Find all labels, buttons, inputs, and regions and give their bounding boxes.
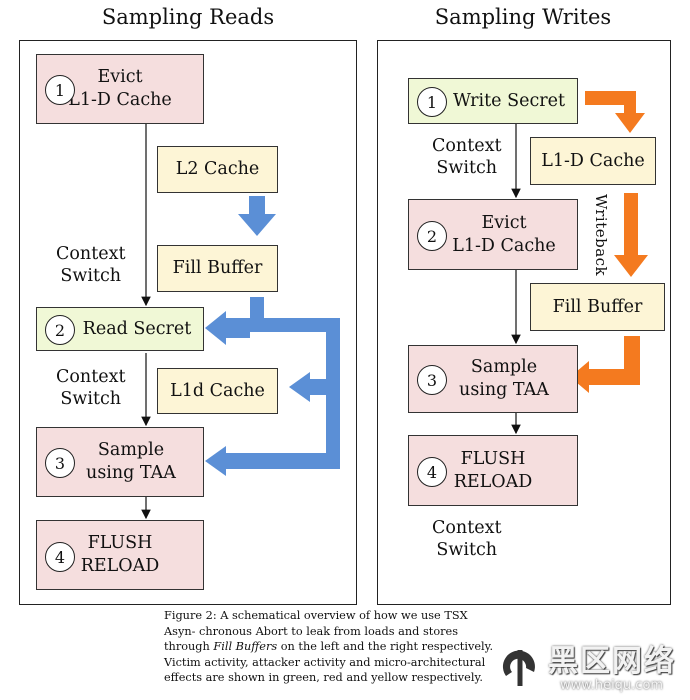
right-context-switch-2-line1: Context xyxy=(432,518,502,538)
left-panel-title: Sampling Reads xyxy=(101,5,275,29)
blue-arrows xyxy=(205,196,340,476)
right-context-switch-1-line2: Switch xyxy=(436,157,498,178)
left-sample-line2: using TAA xyxy=(86,463,176,483)
orange-arrows xyxy=(570,91,648,393)
fill-buffer-bus-vertical xyxy=(326,318,340,468)
right-write-secret-label: Write Secret xyxy=(452,90,565,111)
left-evict-line1: Evict xyxy=(97,67,143,88)
right-evict-line1: Evict xyxy=(481,212,527,233)
watermark-logo-icon xyxy=(498,642,542,686)
left-context-switch-2: Context Switch xyxy=(56,367,126,411)
left-sample-line1: Sample xyxy=(97,440,165,461)
right-step-3-circle: 3 xyxy=(417,365,447,395)
left-l1d-cache-box: L1d Cache xyxy=(157,368,278,414)
right-step-1-circle: 1 xyxy=(417,87,447,117)
right-writeback-label: Writeback xyxy=(592,194,610,277)
left-l1d-cache-label: L1d Cache xyxy=(170,380,265,401)
watermark-url: www.heiqu.com xyxy=(560,678,664,693)
left-step-4-circle: 4 xyxy=(45,542,75,572)
left-context-switch-1-line2: Switch xyxy=(60,265,122,286)
right-fill-buffer-label: Fill Buffer xyxy=(552,296,643,317)
right-fill-buffer-box: Fill Buffer xyxy=(530,283,665,331)
caption-emphasis: Fill Buffers xyxy=(213,640,278,653)
right-step-4-circle: 4 xyxy=(417,457,447,487)
left-context-switch-2-line1: Context xyxy=(56,367,126,387)
to-read-secret-arrow xyxy=(205,311,250,345)
left-context-switch-1: Context Switch xyxy=(56,244,126,288)
right-panel-title: Sampling Writes xyxy=(434,5,612,29)
left-l2-cache-label: L2 Cache xyxy=(175,159,260,180)
left-l2-cache-box: L2 Cache xyxy=(157,146,278,193)
right-context-switch-2: Context Switch xyxy=(432,518,502,562)
to-sample-arrow xyxy=(205,446,340,476)
right-l1d-cache-label: L1-D Cache xyxy=(541,150,645,171)
to-l1d-arrow xyxy=(289,372,326,402)
watermark-chinese-text: 黑区网络 xyxy=(548,644,676,679)
l2-to-fill-arrow xyxy=(238,196,276,236)
right-context-switch-1: Context Switch xyxy=(432,136,502,180)
right-step-2-circle: 2 xyxy=(417,221,447,251)
left-step-1-circle: 1 xyxy=(45,75,75,105)
caption-text-2: on the left and the right respectively. … xyxy=(164,640,494,684)
write-to-l1d-arrow xyxy=(585,91,645,133)
figure-caption: Figure 2: A schematical overview of how … xyxy=(164,608,494,686)
left-context-switch-2-line2: Switch xyxy=(60,388,122,409)
left-fill-buffer-box: Fill Buffer xyxy=(157,245,278,292)
right-flush-line2: RELOAD xyxy=(453,471,533,492)
left-context-switch-1-line1: Context xyxy=(56,244,126,264)
left-flush-line2: RELOAD xyxy=(80,556,160,576)
right-context-switch-2-line2: Switch xyxy=(436,539,498,560)
left-step-3-circle: 3 xyxy=(45,448,75,478)
writeback-arrow xyxy=(614,193,648,277)
right-evict-line2: L1-D Cache xyxy=(452,235,556,256)
left-evict-line2: L1-D Cache xyxy=(68,90,172,110)
right-context-switch-1-line1: Context xyxy=(432,136,502,156)
right-l1d-cache-box: L1-D Cache xyxy=(530,137,656,185)
fill-buffer-bus-top xyxy=(250,318,340,332)
fill-to-sample-arrow xyxy=(570,336,640,393)
right-sample-line2: using TAA xyxy=(459,380,549,400)
left-read-secret-label: Read Secret xyxy=(82,318,192,339)
right-sample-line1: Sample xyxy=(470,357,538,378)
left-flush-line1: FLUSH xyxy=(87,533,153,554)
watermark: 黑区网络 www.heiqu.com xyxy=(490,632,690,700)
right-flush-line1: FLUSH xyxy=(460,448,526,469)
left-step-2-circle: 2 xyxy=(45,315,75,345)
caption-text-1: Figure 2: A schematical overview of how … xyxy=(164,609,468,653)
left-fill-buffer-label: Fill Buffer xyxy=(172,258,263,279)
